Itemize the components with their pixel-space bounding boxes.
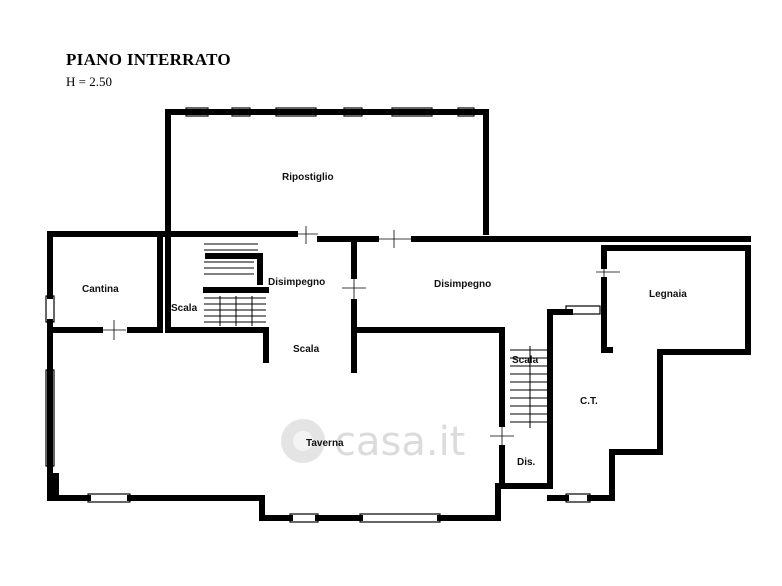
room-labels: Ripostiglio Cantina Scala Disimpegno Dis… [82, 172, 687, 468]
room-label-disimpegno-left: Disimpegno [268, 277, 325, 288]
room-label-dis: Dis. [517, 457, 536, 468]
windows [45, 107, 601, 523]
room-label-disimpegno-center: Disimpegno [434, 279, 491, 290]
markers [102, 226, 620, 448]
ceiling-height-note: H = 2.50 [66, 74, 112, 89]
watermark-text: casa.it [334, 419, 465, 465]
watermark: casa.it [281, 419, 465, 465]
room-label-scala-right: Scala [512, 355, 539, 366]
room-label-cantina: Cantina [82, 284, 119, 295]
room-label-scala-left: Scala [171, 303, 198, 314]
walls [47, 109, 751, 521]
stairs [204, 243, 548, 428]
room-label-taverna: Taverna [306, 438, 344, 449]
room-label-scala-mid: Scala [293, 344, 320, 355]
room-label-legnaia: Legnaia [649, 289, 687, 300]
room-label-ct: C.T. [580, 396, 598, 407]
plan-title: PIANO INTERRATO [66, 50, 231, 69]
room-label-ripostiglio: Ripostiglio [282, 172, 334, 183]
